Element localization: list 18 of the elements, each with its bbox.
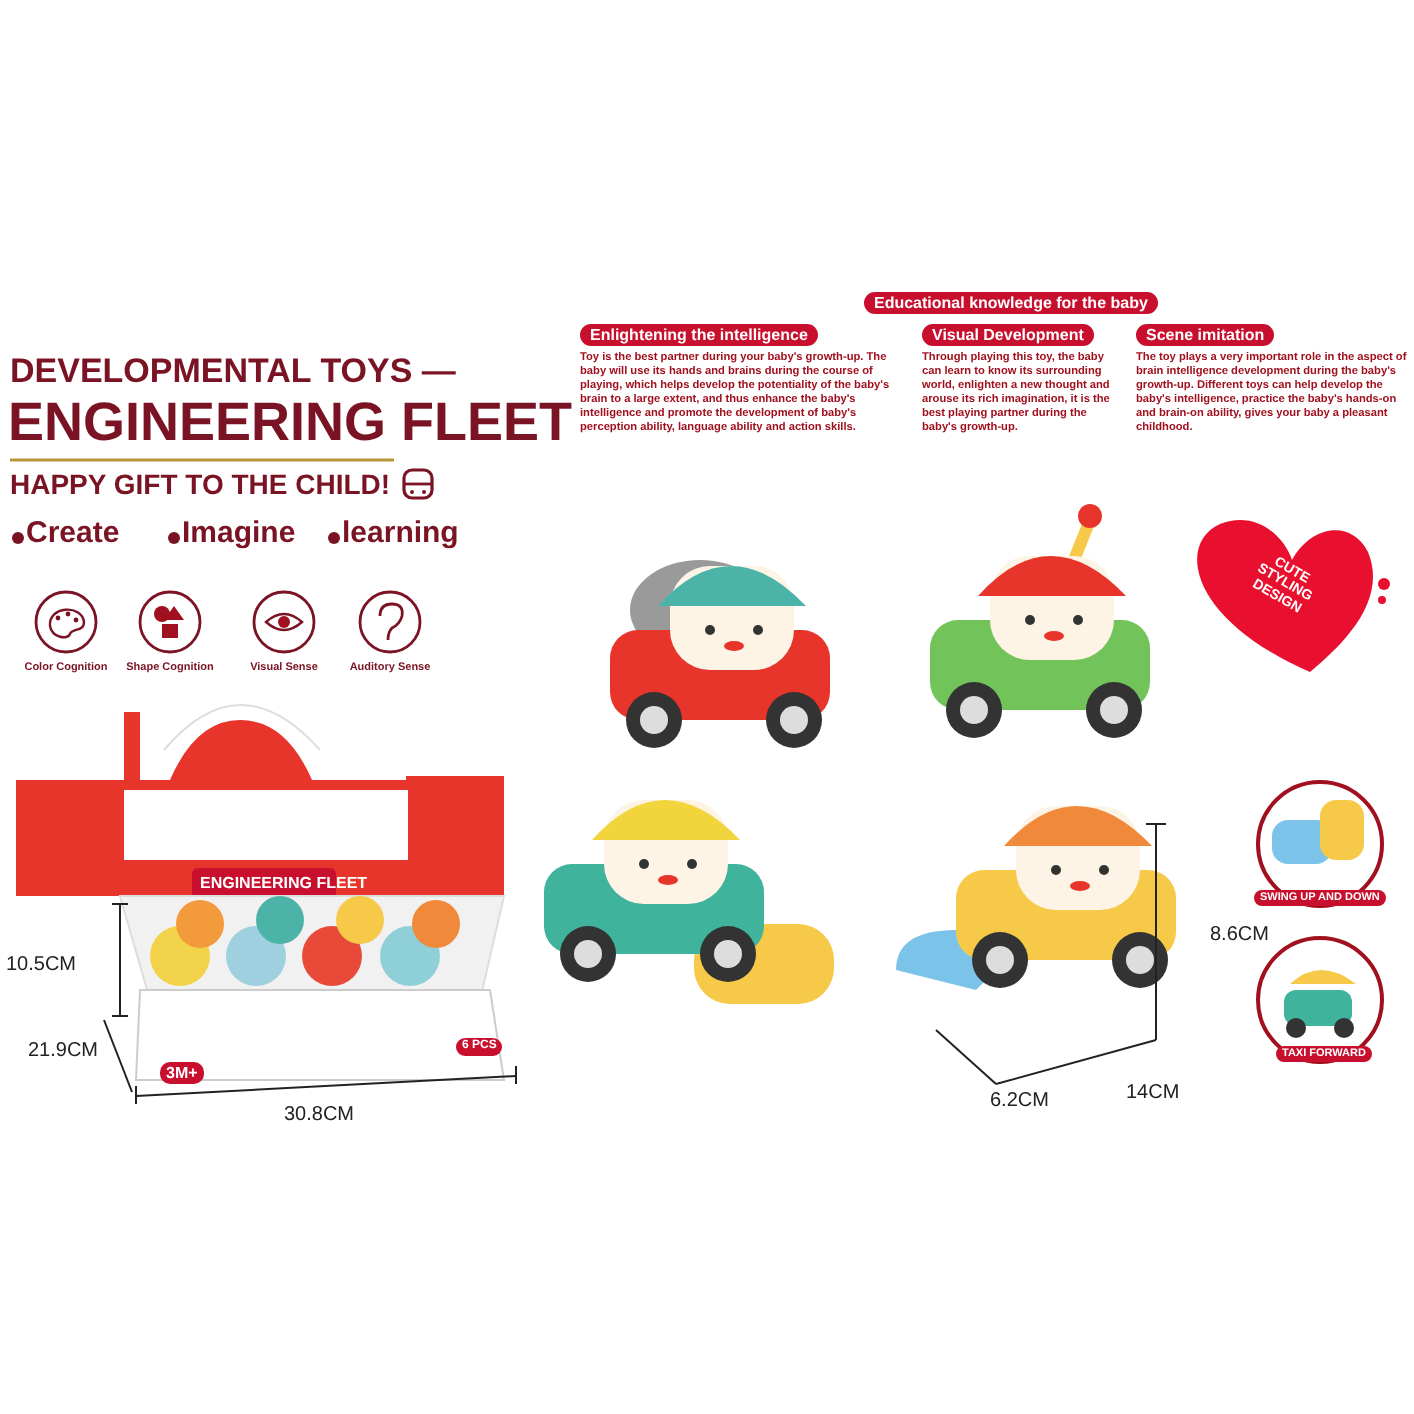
dimension-text: 21.9CM (28, 1040, 99, 1063)
dimension-text: 10.5CM (6, 954, 77, 977)
subtitle-text: DEVELOPMENTAL TOYS — (10, 352, 456, 392)
title-text: ENGINEERING FLEET (8, 392, 573, 455)
section-heading: Visual Development (922, 324, 1094, 347)
section-heading: Enlightening the intelligence (580, 324, 818, 347)
tagline-text: HAPPY GIFT TO THE CHILD! (10, 468, 391, 501)
section-heading: Scene imitation (1136, 324, 1275, 347)
feature-text: Create (26, 516, 120, 551)
feature-text: learning (342, 516, 459, 551)
package-title: ENGINEERING FLEET (200, 874, 368, 893)
dimension-text: 6.2CM (990, 1090, 1049, 1113)
dimension-text: 30.8CM (284, 1104, 355, 1127)
age-badge: 3M+ (160, 1062, 204, 1085)
feature-text: Imagine (182, 516, 296, 551)
dimension-text: 8.6CM (1210, 924, 1269, 947)
section-heading: Educational knowledge for the baby (864, 292, 1158, 315)
dimension-text: 14CM (1126, 1082, 1180, 1105)
